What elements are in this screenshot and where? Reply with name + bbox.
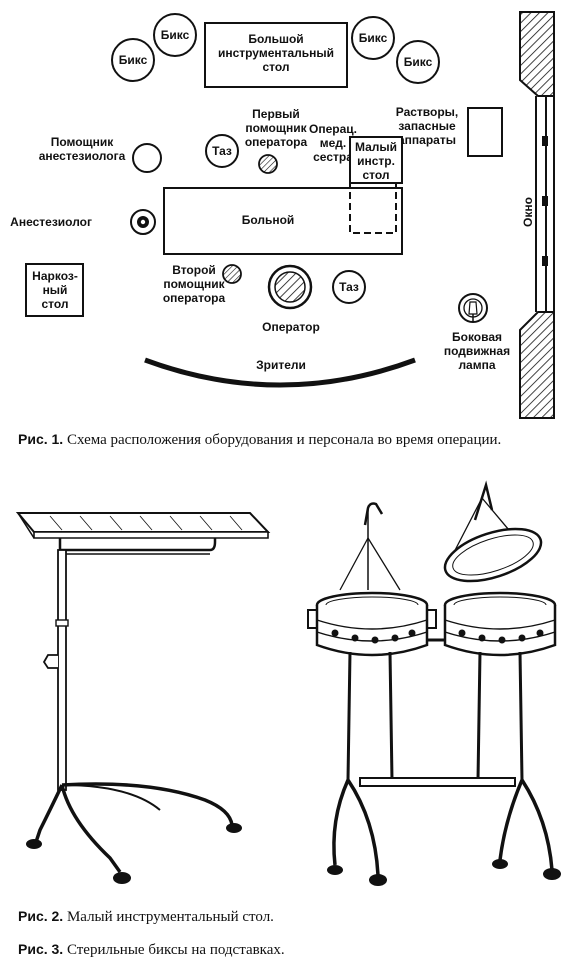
biks-label: Бикс [161,28,190,42]
lamp-label: Боковая [452,330,502,344]
figure-3-biks-stands-drawing [307,480,561,886]
figure-2-caption: Рис. 2. Малый инструментальный стол. [18,907,274,927]
svg-text:анестезиолога: анестезиолога [39,149,126,163]
figure-3-number: Рис. 3. [18,941,64,957]
svg-text:сестра: сестра [313,150,353,164]
svg-text:оператора: оператора [163,291,226,305]
figure-3-text: Стерильные биксы на подставках. [66,942,285,958]
svg-text:Наркоз-: Наркоз- [32,269,78,283]
biks-right-bottom: Бикс [396,40,440,84]
figure-2-text: Малый инструментальный стол. [66,909,274,925]
operating-room-scheme: Бикс Бикс Бикс Бикс Большой инструментал… [10,11,555,419]
spectators-arc: Зрители [144,357,416,388]
anesthesiologist: Анестезиолог [10,209,156,235]
window-label: Окно [521,197,535,227]
biks-left-top: Бикс [153,13,197,57]
svg-text:Больной: Больной [242,213,295,227]
figure-3-caption: Рис. 3. Стерильные биксы на подставках. [18,940,285,960]
svg-text:Первый: Первый [252,107,300,121]
anesthesiologist-assistant: Помощник анестезиолога [39,135,162,173]
figure-1-number: Рис. 1. [18,431,64,447]
svg-text:Зрители: Зрители [256,358,306,372]
svg-text:Помощник: Помощник [51,135,115,149]
scrub-nurse: Операц. мед. сестра [309,122,357,164]
lamp-icon [458,293,488,323]
figure-2-mayo-stand-drawing [15,512,271,884]
figure-1-caption: Рис. 1. Схема расположения оборудования … [18,430,563,450]
svg-text:лампа: лампа [458,358,495,372]
svg-text:мед.: мед. [320,136,347,150]
svg-text:Таз: Таз [212,144,232,158]
svg-text:Оператор: Оператор [262,320,320,334]
svg-text:оператора: оператора [245,135,308,149]
narcosis-table: Наркоз- ный стол [25,263,84,317]
svg-text:Второй: Второй [172,263,216,277]
svg-text:стол: стол [41,297,68,311]
svg-text:помощник: помощник [245,121,307,135]
first-assistant: Первый помощник оператора [245,107,308,174]
small-instrument-table: Малый инстр. стол [349,136,403,184]
second-assistant: Второй помощник оператора [163,263,242,305]
svg-text:ный: ный [43,283,68,297]
biks-right-top: Бикс [351,16,395,60]
biks-left-bottom: Бикс [111,38,155,82]
svg-text:Большой: Большой [248,32,303,46]
figure-1-text: Схема расположения оборудования и персон… [66,432,502,448]
big-instrument-table: Большой инструментальный стол [204,22,348,88]
svg-text:запасные: запасные [398,119,456,133]
svg-text:стол: стол [362,168,389,182]
basin-bottom: Таз [332,270,366,304]
biks-label: Бикс [359,31,388,45]
biks-label: Бикс [119,53,148,67]
solutions-box: Растворы, запасные аппараты [396,105,503,157]
svg-text:Растворы,: Растворы, [396,105,459,119]
svg-text:инстр.: инстр. [357,154,395,168]
biks-label: Бикс [404,55,433,69]
svg-text:Анестезиолог: Анестезиолог [10,215,92,229]
svg-text:аппараты: аппараты [398,133,456,147]
basin-top: Таз [205,134,239,168]
svg-text:Операц.: Операц. [309,122,357,136]
patient-table: Больной [163,182,403,255]
operator: Оператор [262,264,320,334]
svg-text:помощник: помощник [163,277,225,291]
svg-text:стол: стол [262,60,289,74]
svg-text:Малый: Малый [355,140,397,154]
svg-text:инструментальный: инструментальный [218,46,334,60]
wall-with-window: Окно [519,11,555,419]
figure-2-number: Рис. 2. [18,908,64,924]
svg-text:Таз: Таз [339,280,359,294]
svg-text:подвижная: подвижная [444,344,510,358]
